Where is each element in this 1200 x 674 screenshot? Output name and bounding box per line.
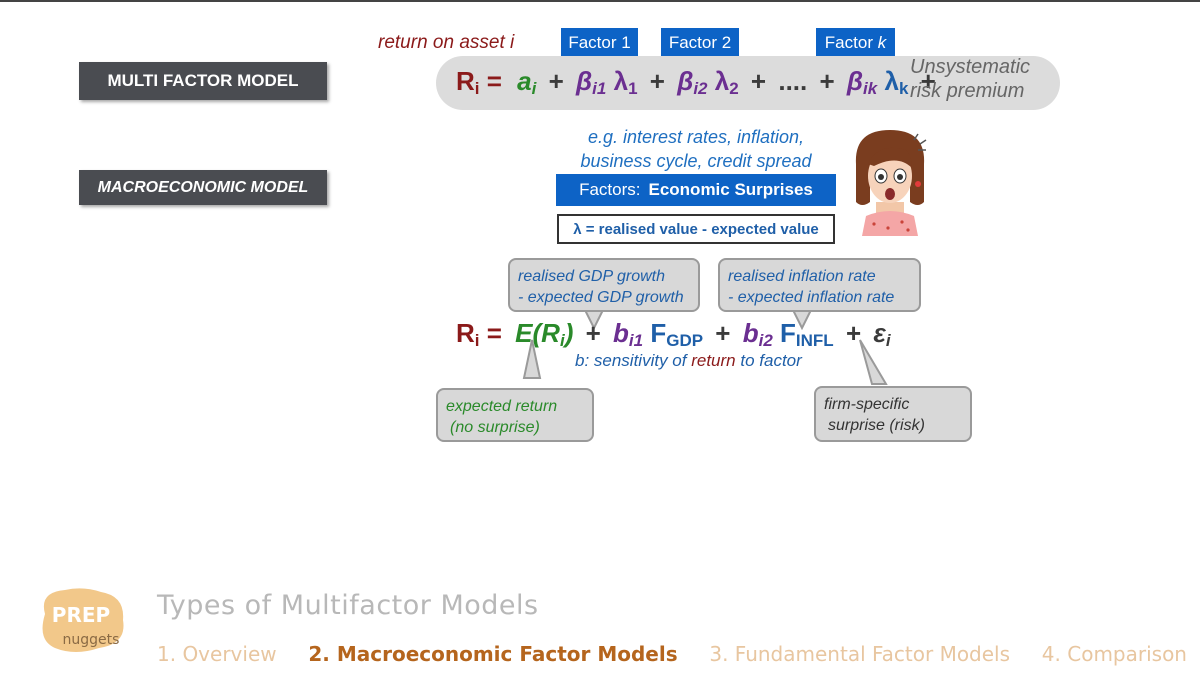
beta-k-term: βik bbox=[846, 66, 878, 98]
expected-return-term: E(Ri) bbox=[515, 318, 574, 350]
plus-sign: + bbox=[715, 318, 731, 348]
nav-comparison[interactable]: 4. Comparison bbox=[1041, 642, 1187, 666]
factor-k-tag: Factor k bbox=[816, 28, 895, 58]
beta-2-term: βi2 bbox=[677, 66, 708, 98]
nav-macroeconomic[interactable]: 2. Macroeconomic Factor Models bbox=[308, 642, 678, 666]
factors-bold: Economic Surprises bbox=[648, 180, 813, 199]
sensitivity-note: b: sensitivity of return to factor bbox=[575, 351, 802, 370]
factor-1-tag: Factor 1 bbox=[561, 28, 638, 58]
plus-sign: + bbox=[585, 318, 601, 348]
formula-pill bbox=[436, 56, 1060, 110]
plus-sign: + bbox=[548, 66, 564, 96]
footer-nav: 1. Overview 2. Macroeconomic Factor Mode… bbox=[157, 642, 1187, 666]
multi-factor-formula: Ri = ai + βi1 λ1 + βi2 λ2 + .... + βik λ… bbox=[456, 68, 941, 97]
f-infl-term: FINFL bbox=[780, 318, 834, 350]
equals-sign: = bbox=[486, 318, 502, 348]
unsystematic-premium: Unsystematic risk premium bbox=[910, 56, 1031, 102]
alpha-term: ai bbox=[517, 66, 537, 98]
beta-1-term: βi1 bbox=[576, 66, 607, 98]
economic-surprises-banner: Factors: Economic Surprises bbox=[556, 174, 836, 206]
inflation-callout: realised inflation rate - expected infla… bbox=[718, 258, 921, 312]
factor-k-prefix: Factor bbox=[824, 33, 878, 52]
factors-prefix: Factors: bbox=[579, 180, 641, 199]
return-annotation: return on asset i bbox=[378, 32, 515, 53]
macroeconomic-label: MACROECONOMIC MODEL bbox=[79, 170, 327, 205]
plus-sign: + bbox=[845, 318, 862, 348]
gdp-callout: realised GDP growth - expected GDP growt… bbox=[508, 258, 700, 312]
surprised-girl-illustration bbox=[855, 130, 927, 236]
footer-title: Types of Multifactor Models bbox=[157, 590, 539, 621]
r-symbol: Ri bbox=[456, 66, 480, 98]
b-i2-term: bi2 bbox=[742, 318, 773, 350]
logo-prep-text: PREP bbox=[52, 603, 110, 627]
nav-fundamental[interactable]: 3. Fundamental Factor Models bbox=[709, 642, 1011, 666]
plus-sign: + bbox=[649, 66, 665, 96]
r-symbol: Ri bbox=[456, 318, 480, 350]
macro-formula: Ri = E(Ri) + bi1 FGDP + bi2 FINFL + εi bbox=[456, 320, 891, 349]
epsilon-term: εi bbox=[873, 318, 891, 350]
lambda-2-term: λ2 bbox=[714, 66, 739, 98]
plus-sign: + bbox=[920, 66, 936, 96]
plus-sign: + bbox=[819, 66, 835, 96]
factor-examples: e.g. interest rates, inflation, business… bbox=[580, 127, 812, 171]
lambda-k-term: λk bbox=[884, 66, 909, 98]
factor-k-var: k bbox=[877, 33, 887, 52]
prep-nuggets-logo: PREP nuggets bbox=[42, 588, 124, 652]
firm-specific-callout: firm-specific surprise (risk) bbox=[814, 386, 972, 442]
factor-2-tag: Factor 2 bbox=[661, 28, 739, 58]
callout-tails bbox=[522, 307, 888, 385]
top-border bbox=[0, 0, 1200, 2]
nav-overview[interactable]: 1. Overview bbox=[157, 642, 277, 666]
multi-factor-label: MULTI FACTOR MODEL bbox=[79, 62, 327, 100]
lambda-1-term: λ1 bbox=[613, 66, 638, 98]
f-gdp-term: FGDP bbox=[650, 318, 704, 350]
expected-return-callout: expected return (no surprise) bbox=[436, 388, 594, 442]
lambda-definition: λ = realised value - expected value bbox=[557, 214, 835, 244]
ellipsis: .... bbox=[778, 66, 808, 96]
b-i1-term: bi1 bbox=[613, 318, 644, 350]
plus-sign: + bbox=[750, 66, 767, 96]
equals-sign: = bbox=[486, 66, 502, 96]
logo-nuggets-text: nuggets bbox=[63, 632, 120, 648]
